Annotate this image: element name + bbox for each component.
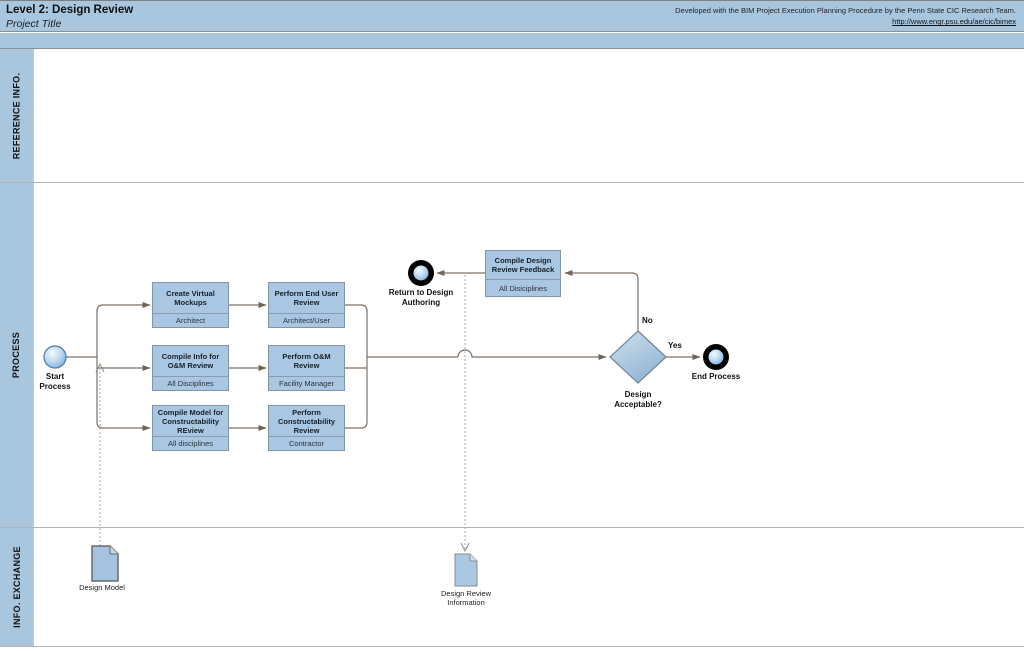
- task-create-virtual-mockups[interactable]: Create Virtual Mockups Architect: [152, 282, 229, 328]
- task-perform-end-user-review[interactable]: Perform End User Review Architect/User: [268, 282, 345, 328]
- return-event-label: Return to Design Authoring: [388, 288, 454, 307]
- lane-label-process: PROCESS: [0, 183, 34, 527]
- task-title: Compile Info for O&M Review: [161, 352, 220, 370]
- document-design-model-label: Design Model: [79, 583, 125, 592]
- start-event-icon[interactable]: [43, 345, 67, 369]
- task-compile-model-constructability[interactable]: Compile Model for Constructability REvie…: [152, 405, 229, 451]
- task-role: All Disciplines: [153, 376, 228, 390]
- end-event-icon[interactable]: [703, 344, 729, 370]
- task-role: Contractor: [269, 436, 344, 450]
- end-event-label: End Process: [691, 372, 741, 381]
- lane-label-info-exchange: INFO. EXCHANGE: [0, 528, 34, 646]
- start-event-label: Start Process: [39, 372, 71, 391]
- return-event-icon[interactable]: [408, 260, 434, 286]
- open-arrow-down-icon: [460, 542, 470, 553]
- task-title: Perform Constructability Review: [277, 407, 336, 435]
- header-spacer-band: [0, 33, 1024, 49]
- flow-merge-rows-1-3: [345, 304, 368, 429]
- task-role: Architect/User: [269, 313, 344, 327]
- project-title: Project Title: [6, 18, 62, 30]
- task-title: Perform O&M Review: [282, 352, 331, 370]
- gateway-yes-label: Yes: [668, 341, 682, 350]
- document-design-review-info-icon[interactable]: [454, 553, 478, 587]
- document-design-review-info-label: Design Review Information: [440, 589, 492, 608]
- task-title: Compile Model for Constructability REvie…: [157, 407, 224, 435]
- open-arrow-up-icon: [95, 362, 105, 373]
- task-role: Architect: [153, 313, 228, 327]
- task-perform-om-review[interactable]: Perform O&M Review Facility Manager: [268, 345, 345, 391]
- lane-info-exchange: INFO. EXCHANGE: [0, 528, 1024, 647]
- task-role: All disciplines: [153, 436, 228, 450]
- gateway-label: Design Acceptable?: [614, 390, 662, 409]
- task-perform-constructability-review[interactable]: Perform Constructability Review Contract…: [268, 405, 345, 451]
- credit-link[interactable]: http://www.engr.psu.edu/ae/cic/bimex: [892, 17, 1016, 27]
- credit-block: Developed with the BIM Project Execution…: [675, 5, 1016, 28]
- flow-main-to-gateway: [367, 349, 607, 360]
- flow-branch-rows-1-3: [96, 302, 151, 431]
- gateway-diamond-icon[interactable]: [609, 330, 667, 384]
- credit-text: Developed with the BIM Project Execution…: [675, 6, 1016, 15]
- task-role: All Disiciplines: [486, 279, 560, 296]
- header: Level 2: Design Review Project Title Dev…: [0, 1, 1024, 32]
- gateway-no-label: No: [642, 316, 653, 325]
- flow-no-to-feedback: [564, 270, 639, 331]
- task-title: Create Virtual Mockups: [166, 289, 215, 307]
- task-compile-info-om-review[interactable]: Compile Info for O&M Review All Discipli…: [152, 345, 229, 391]
- task-title: Perform End User Review: [274, 289, 339, 307]
- lane-label-reference-info: REFERENCE INFO.: [0, 49, 34, 182]
- document-design-model-icon[interactable]: [91, 545, 119, 582]
- lane-reference-info: REFERENCE INFO.: [0, 49, 1024, 183]
- task-role: Facility Manager: [269, 376, 344, 390]
- task-compile-design-review-feedback[interactable]: Compile Design Review Feedback All Disic…: [485, 250, 561, 297]
- page-title: Level 2: Design Review: [6, 4, 134, 16]
- task-title: Compile Design Review Feedback: [491, 256, 555, 274]
